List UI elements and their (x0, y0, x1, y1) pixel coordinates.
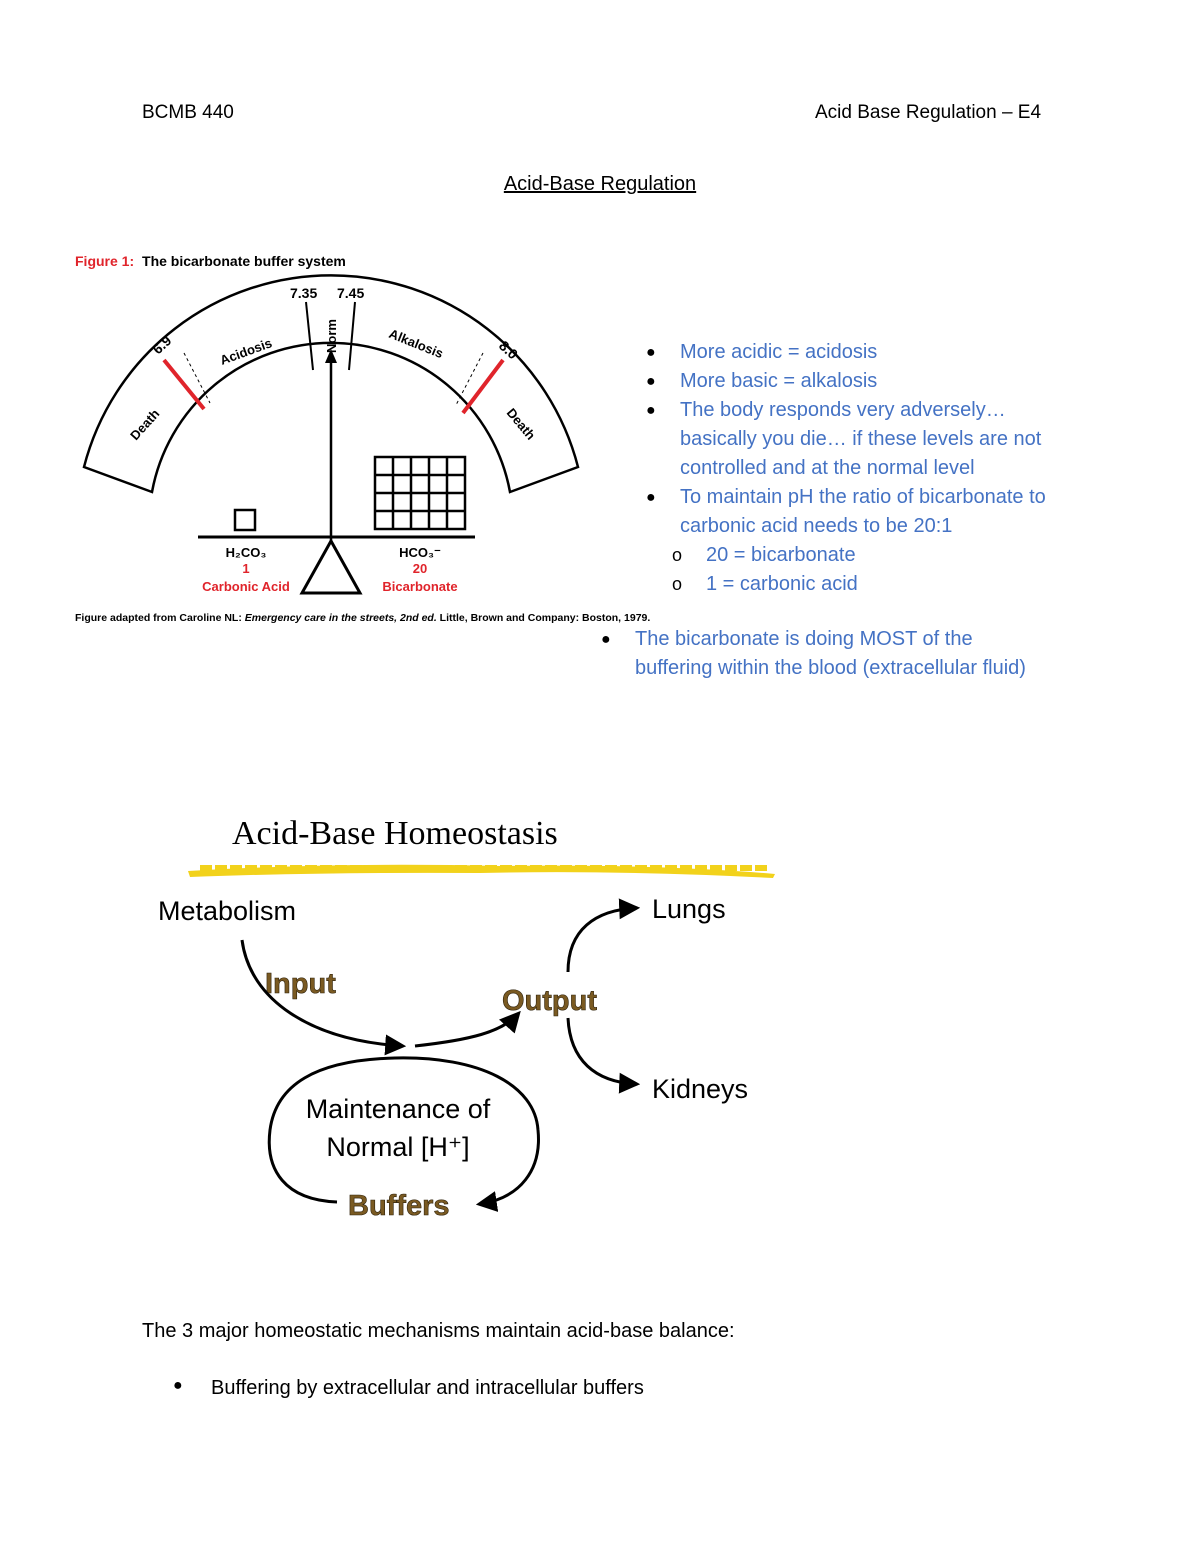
node-lungs: Lungs (652, 894, 726, 924)
pointer-arrowhead (325, 349, 337, 363)
bicarbonate-buffer-figure: Figure 1: The bicarbonate buffer system … (75, 253, 650, 624)
mechanisms-list: ●Buffering by extracellular and intracel… (173, 1377, 644, 1400)
figure-caption-text: The bicarbonate buffer system (142, 253, 346, 269)
list-item: ●The body responds very adversely… basic… (646, 399, 1042, 479)
maintenance-line2: Normal [H⁺] (326, 1132, 469, 1162)
carbonic-acid-value: 1 (242, 561, 249, 576)
acidosis-death-limit (162, 358, 206, 411)
bicarbonate-name: Bicarbonate (382, 579, 457, 594)
arrow-buffer-loop (267, 1056, 540, 1212)
carbonic-acid-box (233, 508, 257, 532)
node-metabolism: Metabolism (158, 896, 296, 926)
notes-extra-list: ●The bicarbonate is doing MOST of the bu… (601, 625, 1045, 683)
figure-caption-label: Figure 1: (75, 253, 134, 269)
fulcrum-triangle (299, 537, 363, 595)
summary-text: The 3 major homeostatic mechanisms maint… (142, 1320, 735, 1342)
notes-list: ●More acidic = acidosis ●More basic = al… (646, 338, 1070, 599)
zone-norm: Norm (324, 319, 339, 353)
ph-low-label: 7.35 (290, 285, 317, 301)
carbonic-acid-name: Carbonic Acid (202, 579, 290, 594)
alkalosis-death-limit (461, 358, 505, 415)
label-input: Input (265, 968, 336, 1000)
homeostasis-diagram: Acid-Base Homeostasis Metabolism Lungs K… (158, 815, 775, 1222)
diagram-title: Acid-Base Homeostasis (232, 815, 558, 852)
arrow-to-lungs (566, 898, 641, 973)
header-course: BCMB 440 (142, 102, 234, 123)
list-item: ●To maintain pH the ratio of bicarbonate… (646, 486, 1046, 537)
divider-norm-right (348, 301, 356, 371)
header-topic: Acid Base Regulation – E4 (815, 102, 1042, 123)
ph-high-label: 7.45 (337, 285, 364, 301)
label-output: Output (502, 985, 597, 1017)
bicarbonate-formula: HCO₃⁻ (399, 545, 441, 560)
label-buffers: Buffers (348, 1190, 450, 1222)
bicarbonate-value: 20 (413, 561, 427, 576)
alkalosis-dash (455, 352, 484, 406)
arrow-to-kidneys (566, 1017, 641, 1094)
ph-scale-arc (82, 274, 580, 494)
arrow-to-output (414, 1010, 521, 1048)
carbonic-acid-formula: H₂CO₃ (226, 545, 267, 560)
figure-source: Figure adapted from Caroline NL: Emergen… (75, 612, 650, 624)
list-item: ●The bicarbonate is doing MOST of the bu… (601, 628, 1026, 679)
page-title: Acid-Base Regulation (503, 173, 697, 195)
divider-norm-left (305, 301, 314, 371)
bicarbonate-grid (373, 455, 467, 531)
maintenance-line1: Maintenance of (306, 1094, 491, 1124)
list-item: ●Buffering by extracellular and intracel… (173, 1377, 644, 1399)
arrow-metabolism-in (240, 939, 407, 1056)
list-item: ●More basic = alkalosis (646, 370, 878, 392)
svg-text:Figure 1: The bicarbonate: Figure 1: The bicarbonate buffer system (75, 253, 346, 269)
list-item: ●More acidic = acidosis (646, 341, 878, 363)
node-kidneys: Kidneys (652, 1074, 748, 1104)
